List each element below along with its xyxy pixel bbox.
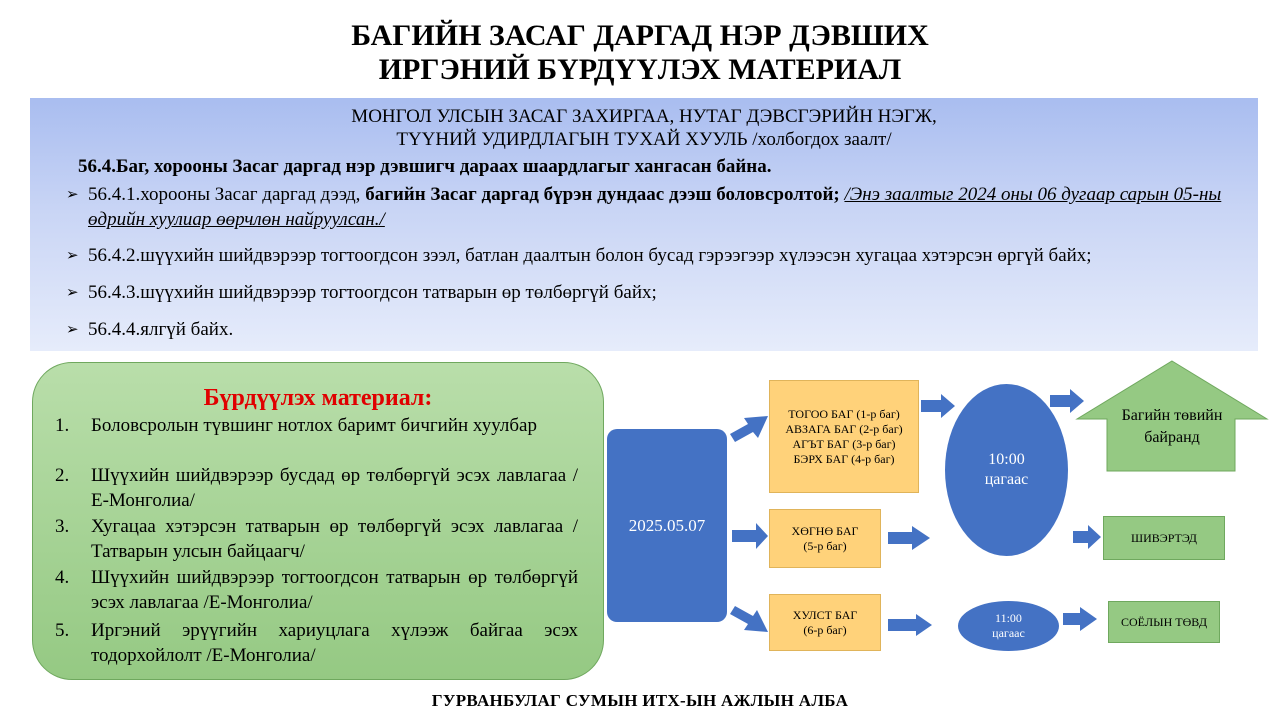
place-bag-center: Багийн төвийн байранд xyxy=(1121,407,1223,446)
materials-item: 5.Иргэний эрүүгийн хариуцлага хүлээж бай… xyxy=(55,620,578,666)
bag-name: АГЪТ БАГ (3-р баг) xyxy=(792,436,896,451)
slide-title-line1: БАГИЙН ЗАСАГ ДАРГАД НЭР ДЭВШИХ xyxy=(351,19,929,52)
law-heading-line2: ТҮҮНИЙ УДИРДЛАГЫН ТУХАЙ ХУУЛЬ /холбогдох… xyxy=(396,129,892,150)
law-item-4-text: 56.4.4.ялгүй байх. xyxy=(88,319,234,340)
arrowhead-bullet-icon: ➢ xyxy=(66,283,79,301)
time-ellipse-2: 11:00 цагаас xyxy=(958,601,1059,651)
arrow-right-icon xyxy=(1063,607,1097,631)
date-box: 2025.05.07 xyxy=(607,429,727,622)
bag-name: АВЗАГА БАГ (2-р баг) xyxy=(785,421,903,436)
bag-name: БЭРХ БАГ (4-р баг) xyxy=(793,451,895,466)
law-clause: 56.4.Баг, хорооны Засаг даргад нэр дэвши… xyxy=(78,156,772,177)
bag-group-2: ХӨГНӨ БАГ (5-р баг) xyxy=(769,509,881,568)
arrow-right-icon xyxy=(1050,389,1084,413)
bag-name: ТОГОО БАГ (1-р баг) xyxy=(788,406,900,421)
bag-group-3: ХУЛСТ БАГ (6-р баг) xyxy=(769,594,881,651)
slide-footer: ГУРВАНБУЛАГ СУМЫН ИТХ-ЫН АЖЛЫН АЛБА xyxy=(431,691,849,710)
law-item-2-text: 56.4.2.шүүхийн шийдвэрээр тогтоогдсон зэ… xyxy=(88,245,1092,266)
materials-item: 4.Шүүхийн шийдвэрээр тогтоогдсон татвары… xyxy=(55,567,578,613)
law-item-4: ➢ 56.4.4.ялгүй байх. xyxy=(66,317,1251,342)
arrowhead-bullet-icon: ➢ xyxy=(66,320,79,338)
arrowhead-bullet-icon: ➢ xyxy=(66,185,79,203)
materials-item: 1.Боловсролын түвшинг нотлох баримт бичг… xyxy=(55,415,537,436)
law-item-1-text: 56.4.1.хорооны Засаг даргад дээд, xyxy=(88,184,366,205)
law-item-3-text: 56.4.3.шүүхийн шийдвэрээр тогтоогдсон та… xyxy=(88,282,657,303)
materials-item: 2.Шүүхийн шийдвэрээр бусдад өр төлбөргүй… xyxy=(55,465,578,511)
slide-title-line2: ИРГЭНИЙ БҮРДҮҮЛЭХ МАТЕРИАЛ xyxy=(378,53,902,86)
arrow-right-icon xyxy=(888,526,930,550)
law-item-1: ➢ 56.4.1.хорооны Засаг даргад дээд, баги… xyxy=(66,182,1251,232)
materials-panel: Бүрдүүлэх материал: 1.Боловсролын түвшин… xyxy=(32,362,604,680)
bag-group-1: ТОГОО БАГ (1-р баг) АВЗАГА БАГ (2-р баг)… xyxy=(769,380,919,493)
law-item-1-amendment: /Энэ заалтыг 2024 оны 06 дугаар сарын 05… xyxy=(88,184,1222,230)
place-shivert: ШИВЭРТЭД xyxy=(1103,516,1225,560)
arrow-right-icon xyxy=(1073,525,1101,549)
arrow-right-icon xyxy=(921,394,955,418)
materials-title: Бүрдүүлэх материал: xyxy=(203,385,433,411)
arrow-right-icon xyxy=(888,614,932,636)
place-culture-center: СОЁЛЫН ТӨВД xyxy=(1108,601,1220,643)
law-item-1-bold: багийн Засаг даргад бүрэн дундаас дээш б… xyxy=(365,184,840,205)
arrowhead-bullet-icon: ➢ xyxy=(66,246,79,264)
law-item-2: ➢ 56.4.2.шүүхийн шийдвэрээр тогтоогдсон … xyxy=(66,243,1251,268)
law-item-3: ➢ 56.4.3.шүүхийн шийдвэрээр тогтоогдсон … xyxy=(66,280,1251,305)
law-excerpt-panel: МОНГОЛ УЛСЫН ЗАСАГ ЗАХИРГАА, НУТАГ ДЭВСГ… xyxy=(30,98,1258,351)
law-heading-line1: МОНГОЛ УЛСЫН ЗАСАГ ЗАХИРГАА, НУТАГ ДЭВСГ… xyxy=(351,106,937,127)
arrow-right-icon xyxy=(732,523,768,549)
materials-item: 3.Хугацаа хэтэрсэн татварын өр төлбөргүй… xyxy=(55,516,578,562)
time-ellipse-1: 10:00 цагаас xyxy=(945,384,1068,556)
arrow-right-icon xyxy=(730,606,768,632)
house-shape xyxy=(1075,360,1269,472)
arrow-right-icon xyxy=(730,416,768,442)
